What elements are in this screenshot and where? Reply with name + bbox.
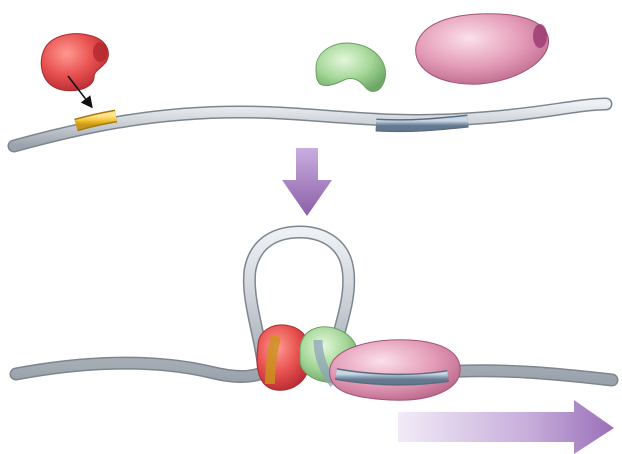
rna-polymerase-bound-icon bbox=[330, 340, 461, 400]
enhancer-site-icon bbox=[76, 116, 116, 125]
top-panel bbox=[14, 14, 606, 146]
bottom-panel bbox=[16, 232, 614, 454]
promoter-site-icon bbox=[376, 121, 468, 126]
rna-polymerase-icon bbox=[416, 14, 549, 84]
mediator-protein-icon bbox=[316, 43, 386, 91]
activator-protein-icon bbox=[41, 34, 108, 91]
transcription-right-arrow-icon bbox=[398, 400, 614, 454]
step-down-arrow-icon bbox=[282, 148, 332, 216]
